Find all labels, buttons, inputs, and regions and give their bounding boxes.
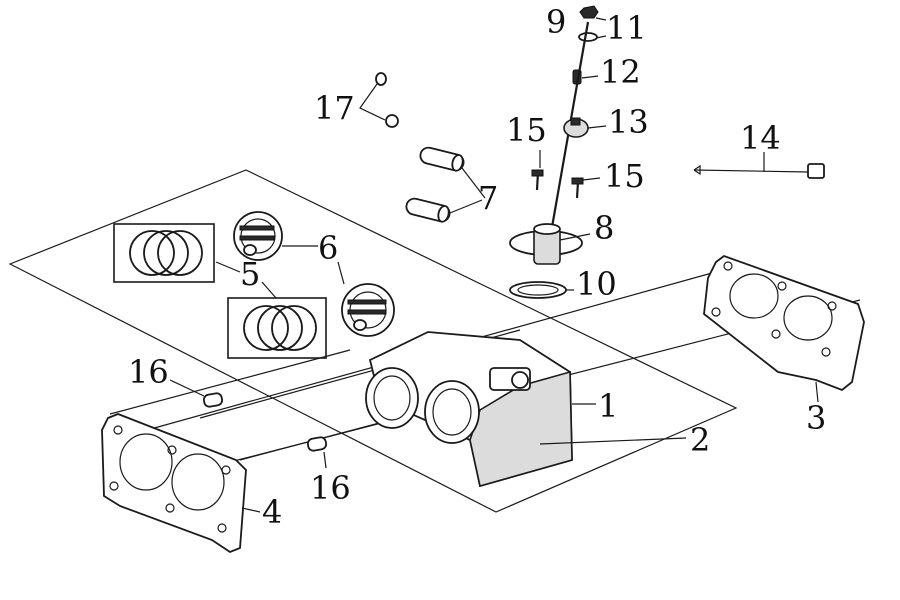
piston-pins-part-7 bbox=[405, 146, 486, 223]
cylinder-block-part-1 bbox=[365, 331, 687, 488]
callout-11: 11 bbox=[606, 9, 647, 47]
callout-4: 4 bbox=[262, 493, 283, 531]
cap-part-13 bbox=[563, 117, 589, 138]
callout-14: 14 bbox=[740, 119, 781, 157]
callout-9: 9 bbox=[546, 3, 567, 41]
dowel-part-16b bbox=[306, 436, 328, 469]
leader-lines bbox=[559, 17, 607, 291]
piston-rings-part-5-lower bbox=[227, 297, 327, 359]
callout-16-upper: 16 bbox=[128, 353, 169, 391]
dowel-part-16a bbox=[169, 379, 224, 408]
piston-part-6-upper bbox=[233, 211, 318, 261]
leader-5 bbox=[215, 261, 241, 273]
o-rings-part-17 bbox=[359, 72, 399, 128]
gasket-part-10 bbox=[509, 281, 567, 299]
leader-5b bbox=[261, 281, 277, 299]
callout-3: 3 bbox=[806, 399, 827, 437]
callout-13: 13 bbox=[608, 103, 649, 141]
callout-5: 5 bbox=[240, 255, 261, 293]
base-gasket-part-4 bbox=[101, 413, 261, 554]
callout-15-right: 15 bbox=[604, 157, 645, 195]
callout-7: 7 bbox=[478, 179, 499, 217]
callout-2: 2 bbox=[690, 421, 711, 459]
callout-17: 17 bbox=[314, 89, 355, 127]
callout-1: 1 bbox=[598, 387, 619, 425]
piston-part-6-lower bbox=[337, 261, 395, 337]
tensioner-part-8 bbox=[509, 223, 583, 265]
washer-part-11 bbox=[578, 32, 598, 42]
sensor-wire-part-14 bbox=[693, 152, 825, 179]
bolt-part-9 bbox=[579, 5, 599, 19]
head-gasket-part-3 bbox=[703, 254, 865, 403]
piston-rings-part-5-upper bbox=[113, 223, 215, 283]
callout-8: 8 bbox=[594, 209, 615, 247]
callout-10: 10 bbox=[576, 265, 617, 303]
bolt-part-15b bbox=[571, 177, 601, 199]
callout-6: 6 bbox=[318, 229, 339, 267]
callout-15-upper: 15 bbox=[506, 111, 547, 149]
bolt-part-15a bbox=[531, 150, 544, 191]
cylinder-assembly-frame bbox=[8, 169, 738, 513]
callout-12: 12 bbox=[600, 53, 641, 91]
tensioner-rod bbox=[546, 21, 590, 251]
callout-16-lower: 16 bbox=[310, 469, 351, 507]
